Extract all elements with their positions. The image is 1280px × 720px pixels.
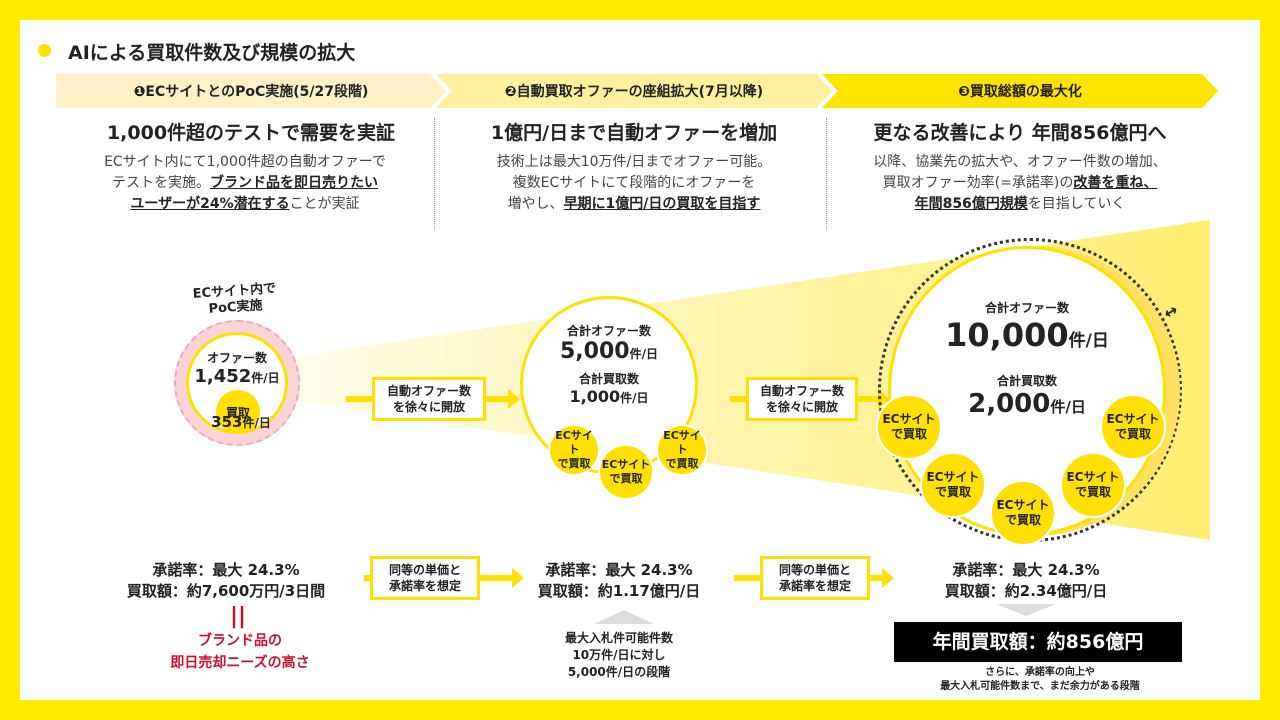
phase-3-headline: 更なる改善により 年間856億円へ bbox=[873, 122, 1167, 144]
stage2-offer-value: 5,000 bbox=[560, 339, 630, 364]
arrow-label-assume-1: 同等の単価と承諾率を想定 bbox=[370, 556, 480, 600]
phase-2-headline: 1億円/日まで自動オファーを増加 bbox=[490, 122, 778, 144]
arrow-label-assume-2: 同等の単価と承諾率を想定 bbox=[760, 556, 870, 600]
ec-site-buy-badge: ECサイトで買取 bbox=[548, 424, 600, 476]
phase-2-label: ❷自動買取オファーの座組拡大(7月以降) bbox=[436, 74, 832, 108]
ec-site-buy-badge: ECサイトで買取 bbox=[1100, 394, 1166, 460]
ec-site-buy-badge: ECサイトで買取 bbox=[990, 480, 1056, 546]
brand-need-note: ブランド品の即日売却ニーズの高さ bbox=[170, 633, 310, 671]
stage3-stats: 承諾率：最大 24.3%買取額：約2.34億円/日 bbox=[944, 561, 1108, 600]
stage1-stats: 承諾率：最大 24.3%買取額：約7,600万円/3日間 bbox=[126, 561, 326, 600]
phase-1-label: ❶ECサイトとのPoC実施(5/27段階) bbox=[56, 74, 446, 108]
divider bbox=[434, 118, 435, 230]
ec-site-buy-badge: ECサイトで買取 bbox=[598, 444, 654, 500]
phase-2-description: 技術上は最大10万件/日までオファー可能。 複数ECサイトにて段階的にオファーを… bbox=[496, 154, 772, 212]
phase-3-label: ❸買取総額の最大化 bbox=[822, 74, 1218, 108]
equals-mark: || bbox=[229, 604, 247, 629]
arrow-label-expand-1: 自動オファー数を徐々に開放 bbox=[372, 377, 486, 421]
stage3-buy-value: 2,000 bbox=[968, 389, 1051, 419]
phase-3-description: 以降、協業先の拡大や、オファー件数の増加、 買取オファー効率(=承諾率)の改善を… bbox=[873, 154, 1167, 212]
stage1-buy-value: 353件/日 bbox=[211, 413, 271, 431]
slide: AIによる買取件数及び規模の拡大 ❶ECサイトとのPoC実施(5/27段階) ❷… bbox=[20, 20, 1260, 700]
ec-site-buy-badge: ECサイトで買取 bbox=[920, 452, 986, 518]
phase-1-description: ECサイト内にて1,000件超の自動オファーで テストを実施。ブランド品を即日売… bbox=[104, 154, 386, 212]
stage3-offer-value: 10,000 bbox=[945, 316, 1069, 354]
ec-site-buy-badge: ECサイトで買取 bbox=[1060, 452, 1126, 518]
stage2-buy-value: 1,000 bbox=[569, 387, 621, 406]
phase-1-headline: 1,000件超のテストで需要を実証 bbox=[106, 122, 396, 144]
ec-site-buy-badge: ECサイトで買取 bbox=[876, 394, 942, 460]
page-title: AIによる買取件数及び規模の拡大 bbox=[68, 42, 356, 64]
divider bbox=[826, 118, 827, 230]
stage1-offer-value: 1,452 bbox=[194, 366, 252, 387]
annual-note: さらに、承諾率の向上や最大入札可能件数まで、まだ余力がある段階 bbox=[940, 667, 1140, 692]
stage1-buy-circle: 買取 bbox=[216, 390, 260, 434]
arrow-label-expand-2: 自動オファー数を徐々に開放 bbox=[746, 377, 858, 421]
ec-site-buy-badge: ECサイトで買取 bbox=[656, 424, 708, 476]
stage2-stats: 承諾率：最大 24.3%買取額：約1.17億円/日 bbox=[537, 561, 701, 600]
bullet-icon bbox=[38, 44, 51, 57]
annual-purchase-total: 年間買取額：約856億円 bbox=[894, 622, 1182, 662]
pointer-icon bbox=[594, 610, 654, 624]
pointer-icon bbox=[996, 604, 1056, 616]
